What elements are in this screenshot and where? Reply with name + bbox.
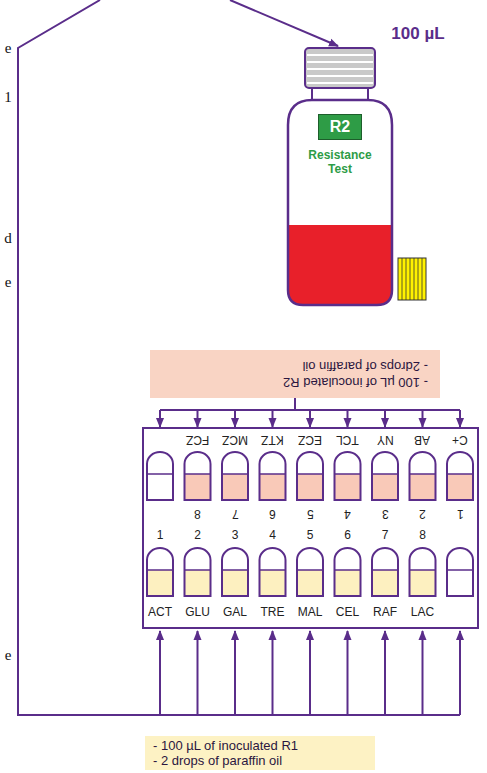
well-label: ECZ <box>298 433 322 447</box>
well-label: RAF <box>373 605 397 619</box>
transfer-arrow <box>230 0 338 46</box>
tube-row <box>147 452 473 500</box>
well-label: FCZ <box>186 433 209 447</box>
well-number: 4 <box>344 507 351 521</box>
text-fragment: 1 <box>4 89 12 106</box>
well-label: CEL <box>336 605 359 619</box>
well-number: 8 <box>419 528 426 542</box>
well-number: 5 <box>307 528 314 542</box>
bottle <box>288 48 392 305</box>
well-label: GLU <box>185 605 210 619</box>
well-number: 2 <box>194 528 201 542</box>
node-text: - 100 µL of inoculated R1 <box>153 738 367 753</box>
well-label: C+ <box>452 433 468 447</box>
well-label: MAL <box>298 605 323 619</box>
well-number: 5 <box>307 507 314 521</box>
node-text: R2 <box>330 118 350 136</box>
node-text: - 2drops of paraffin oil <box>162 358 428 374</box>
reagent-bottle: Resistance Test R2 <box>288 100 392 300</box>
well-number: 1 <box>457 507 464 521</box>
well-number: 7 <box>382 528 389 542</box>
well-number: 7 <box>232 507 239 521</box>
text-fragment: d <box>4 230 12 247</box>
well-label: KTZ <box>261 433 284 447</box>
instruction-box: - 100 µL of inoculated R2- 2drops of par… <box>150 350 440 398</box>
text-fragment: e <box>5 40 12 57</box>
well-number: 4 <box>269 528 276 542</box>
tube-row <box>147 548 473 596</box>
node-text: - 2 drops of paraffin oil <box>153 753 367 768</box>
well-number: 3 <box>382 507 389 521</box>
text-fragment: e <box>5 647 12 664</box>
text-fragment: e <box>5 274 12 291</box>
well-label: TRE <box>261 605 285 619</box>
volume-label: 100 µL <box>391 24 444 44</box>
well-label: TCL <box>336 433 359 447</box>
well-label: ACT <box>148 605 172 619</box>
stopper <box>398 258 426 300</box>
well-number: 6 <box>269 507 276 521</box>
transfer-line <box>18 0 460 715</box>
well-label: LAC <box>411 605 434 619</box>
well-number: 1 <box>157 528 164 542</box>
well-number: 3 <box>232 528 239 542</box>
well-label: MCZ <box>222 433 248 447</box>
well-number: 8 <box>194 507 201 521</box>
well-label: NY <box>377 433 394 447</box>
node-text: - 100 µL of inoculated R2 <box>162 374 428 390</box>
node-text: Resistance Test <box>300 148 380 176</box>
dispense-arrows <box>160 398 460 427</box>
dispense-arrows <box>160 631 460 715</box>
reagent-tag: R2 <box>318 114 362 140</box>
well-label: AB <box>414 433 430 447</box>
instruction-box: - 100 µL of inoculated R1- 2 drops of pa… <box>145 736 375 770</box>
strip-frame <box>143 428 478 628</box>
well-label: GAL <box>223 605 247 619</box>
well-number: 2 <box>419 507 426 521</box>
well-number: 6 <box>344 528 351 542</box>
